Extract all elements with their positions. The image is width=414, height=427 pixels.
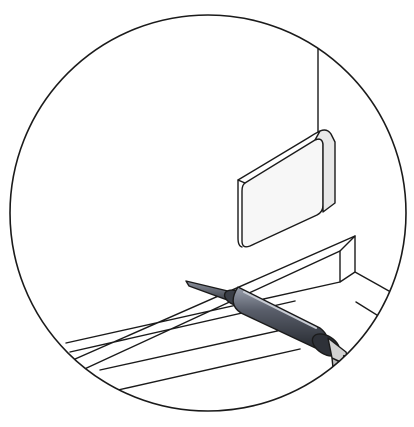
baseboard-bottom-edge (65, 281, 341, 344)
wall-block-left (237, 179, 243, 248)
floor-trim-line-2 (99, 325, 301, 371)
detail-circle-outline (9, 14, 407, 412)
wall-block-top (237, 130, 321, 184)
detail-circle-fill (10, 15, 406, 411)
plunger-hook (382, 367, 397, 385)
wall-block-side (314, 129, 336, 213)
floor-trim-line-3 (117, 348, 301, 391)
gun-trigger (343, 363, 363, 409)
plunger-rod (342, 354, 390, 384)
tube-highlight (243, 291, 317, 329)
baseboard-side (339, 235, 356, 283)
